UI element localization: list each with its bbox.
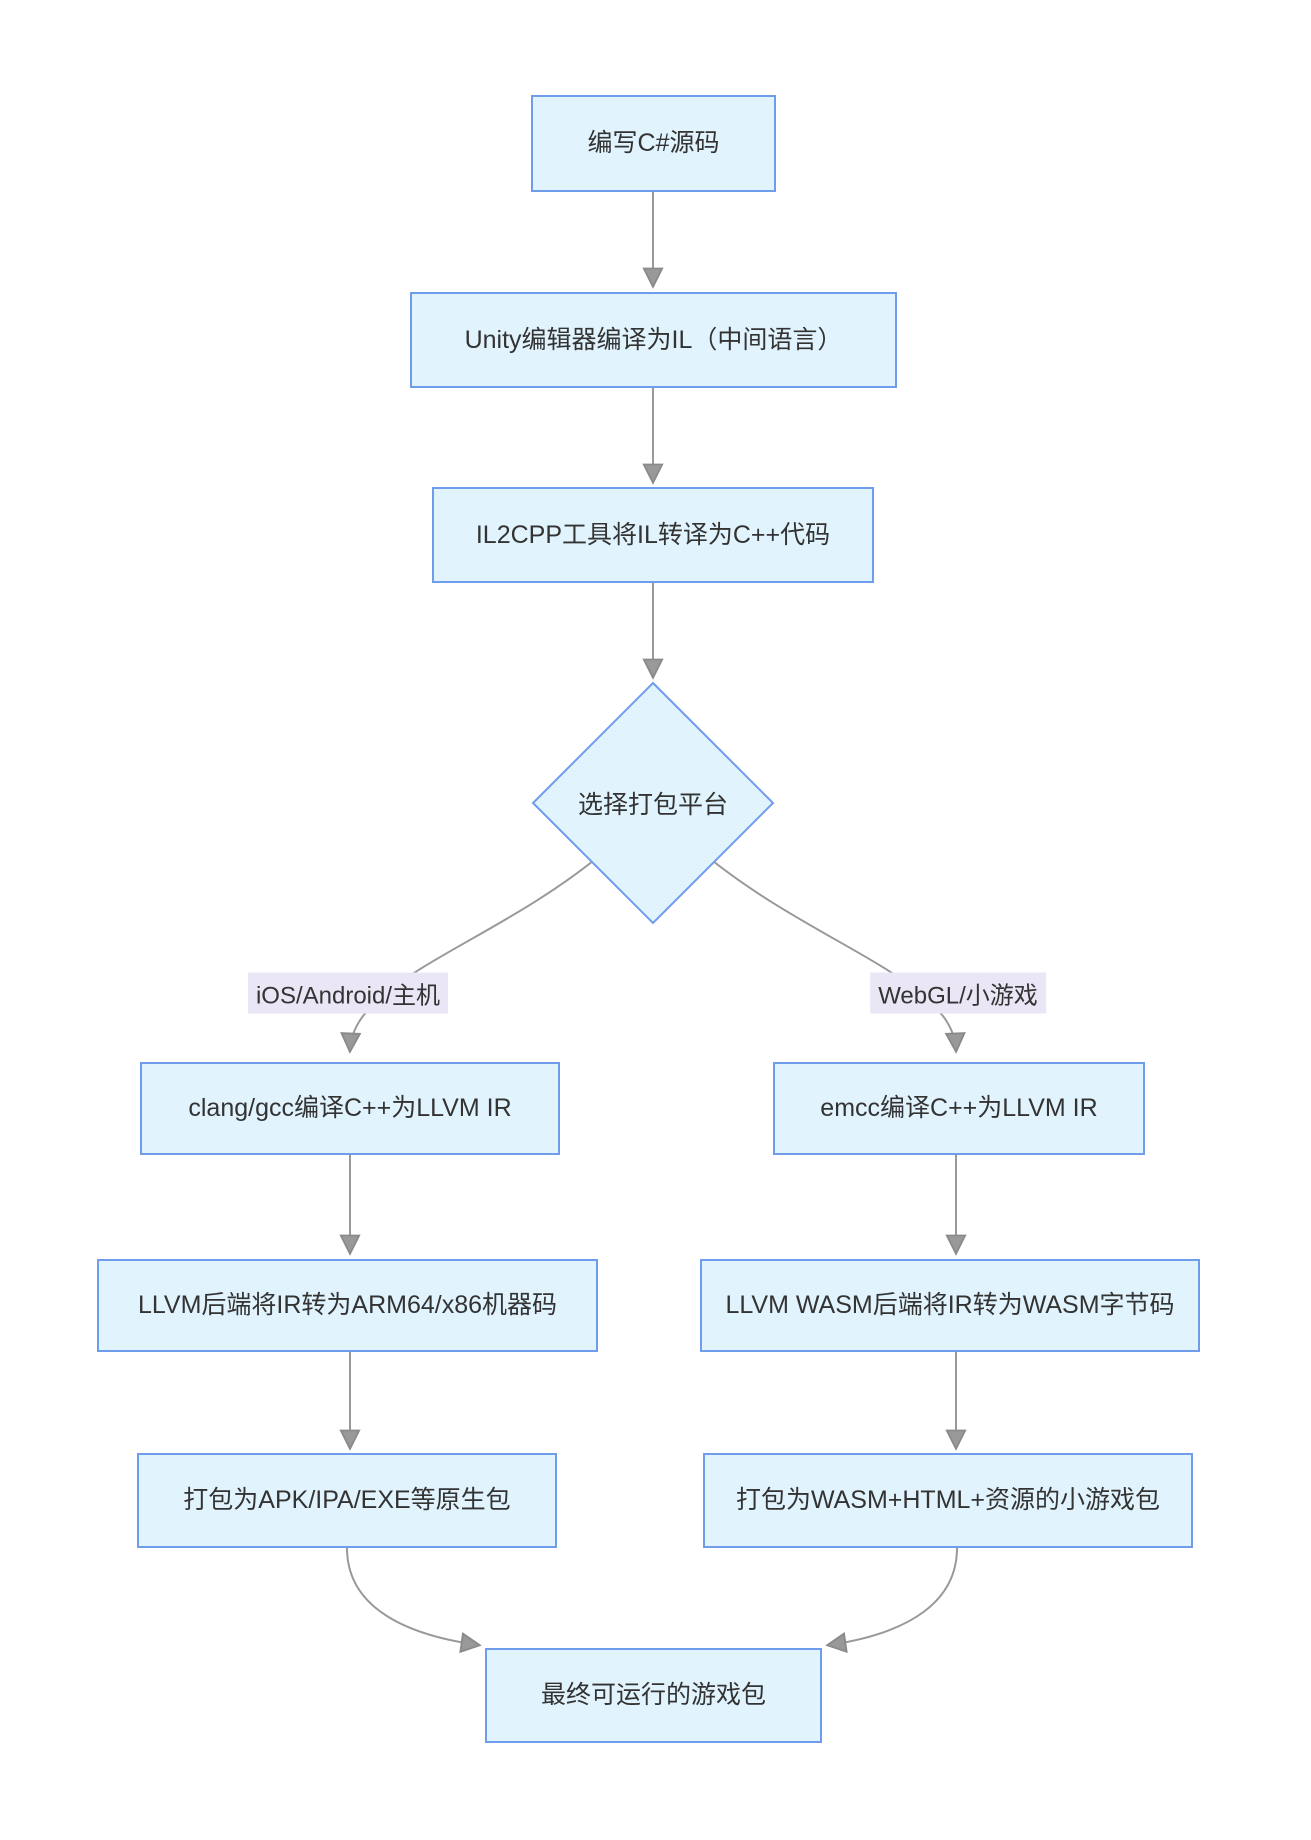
node-clang-gcc-llvm-ir-label: clang/gcc编译C++为LLVM IR	[188, 1094, 512, 1123]
node-package-native: 打包为APK/IPA/EXE等原生包	[137, 1453, 557, 1548]
edge-label-webgl-branch: WebGL/小游戏	[870, 972, 1046, 1014]
node-write-csharp: 编写C#源码	[531, 95, 776, 192]
node-emcc-llvm-ir: emcc编译C++为LLVM IR	[773, 1062, 1145, 1155]
node-clang-gcc-llvm-ir: clang/gcc编译C++为LLVM IR	[140, 1062, 560, 1155]
decision-diamond-shape	[531, 681, 775, 925]
node-emcc-llvm-ir-label: emcc编译C++为LLVM IR	[820, 1094, 1098, 1123]
node-unity-compile-il-label: Unity编辑器编译为IL（中间语言）	[464, 325, 843, 354]
node-choose-platform-label: 选择打包平台	[577, 791, 729, 819]
node-package-native-label: 打包为APK/IPA/EXE等原生包	[183, 1486, 511, 1515]
edge-label-native-branch: iOS/Android/主机	[247, 972, 449, 1014]
edge-native-pkg-to-final	[346, 1547, 478, 1645]
node-unity-compile-il: Unity编辑器编译为IL（中间语言）	[410, 292, 897, 388]
node-llvm-wasm-backend-label: LLVM WASM后端将IR转为WASM字节码	[725, 1291, 1175, 1320]
edge-decision-to-clang	[350, 856, 599, 1050]
node-final-game-package: 最终可运行的游戏包	[485, 1648, 822, 1743]
node-package-minigame-label: 打包为WASM+HTML+资源的小游戏包	[735, 1486, 1161, 1515]
node-write-csharp-label: 编写C#源码	[587, 129, 720, 158]
node-final-game-package-label: 最终可运行的游戏包	[540, 1681, 766, 1710]
node-package-minigame: 打包为WASM+HTML+资源的小游戏包	[703, 1453, 1193, 1548]
node-il2cpp-translate-label: IL2CPP工具将IL转译为C++代码	[475, 520, 831, 549]
node-llvm-backend-machine-code-label: LLVM后端将IR转为ARM64/x86机器码	[137, 1291, 558, 1320]
node-llvm-backend-machine-code: LLVM后端将IR转为ARM64/x86机器码	[97, 1259, 598, 1352]
edge-minigame-pkg-to-final	[829, 1547, 958, 1645]
node-il2cpp-translate: IL2CPP工具将IL转译为C++代码	[432, 487, 874, 583]
node-llvm-wasm-backend: LLVM WASM后端将IR转为WASM字节码	[700, 1259, 1200, 1352]
edge-decision-to-emcc	[707, 856, 956, 1050]
